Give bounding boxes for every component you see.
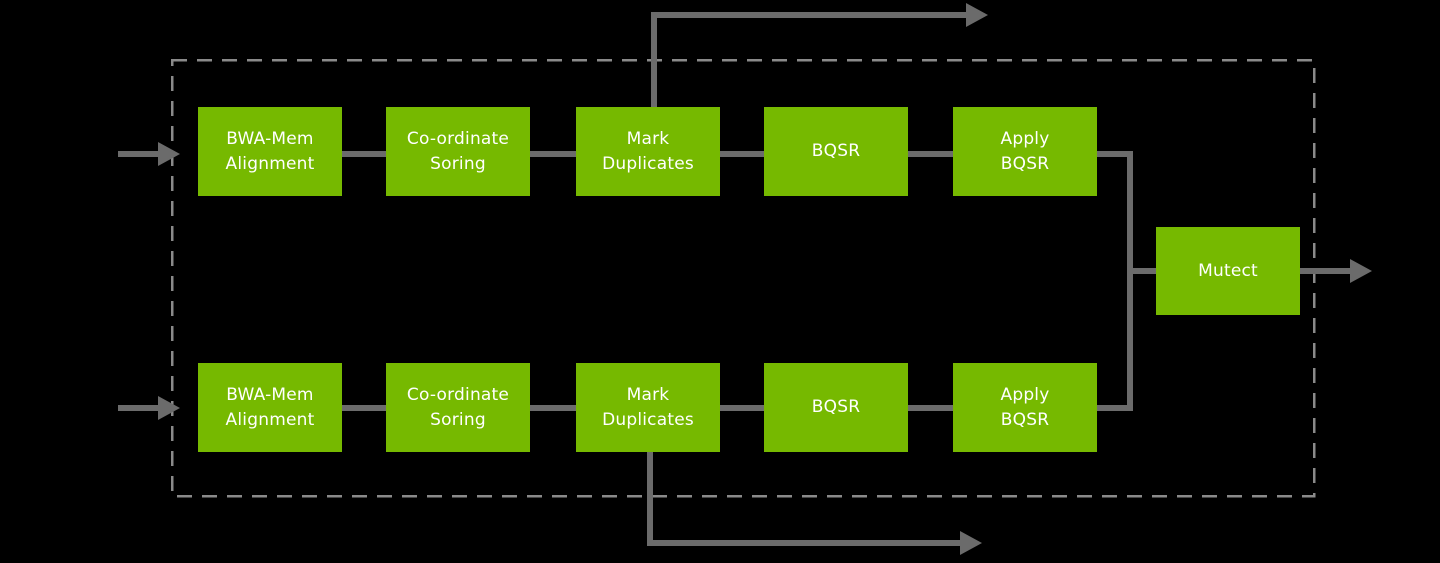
node-label: BQSR bbox=[811, 397, 861, 418]
node-bwa-bottom[interactable]: BWA-Mem Alignment bbox=[198, 363, 342, 452]
node-label: Mutect bbox=[1198, 260, 1258, 281]
edge-branch-up bbox=[651, 12, 968, 107]
arrowhead-output bbox=[1350, 259, 1372, 283]
node-applybqsr-bottom[interactable]: Apply BQSR bbox=[953, 363, 1097, 452]
node-label: Co-ordinate Soring bbox=[406, 128, 510, 174]
node-bwa-top[interactable]: BWA-Mem Alignment bbox=[198, 107, 342, 196]
node-bqsr-top[interactable]: BQSR bbox=[764, 107, 908, 196]
node-sort-top[interactable]: Co-ordinate Soring bbox=[386, 107, 530, 196]
node-label: BWA-Mem Alignment bbox=[225, 384, 315, 430]
node-label: Apply BQSR bbox=[1000, 128, 1050, 174]
node-sort-bottom[interactable]: Co-ordinate Soring bbox=[386, 363, 530, 452]
node-label: Mark Duplicates bbox=[602, 128, 694, 174]
arrowhead-branch-up bbox=[966, 3, 988, 27]
node-markdup-top[interactable]: Mark Duplicates bbox=[576, 107, 720, 196]
node-label: Apply BQSR bbox=[1000, 384, 1050, 430]
node-bqsr-bottom[interactable]: BQSR bbox=[764, 363, 908, 452]
node-applybqsr-top[interactable]: Apply BQSR bbox=[953, 107, 1097, 196]
arrowhead-input-top bbox=[158, 142, 180, 166]
node-label: BWA-Mem Alignment bbox=[225, 128, 315, 174]
node-label: Co-ordinate Soring bbox=[406, 384, 510, 430]
edge-merge-bus bbox=[1097, 151, 1133, 411]
node-mutect[interactable]: Mutect bbox=[1156, 227, 1300, 315]
edge-branch-down bbox=[647, 452, 962, 546]
node-label: Mark Duplicates bbox=[602, 384, 694, 430]
arrowhead-branch-down bbox=[960, 531, 982, 555]
node-label: BQSR bbox=[811, 141, 861, 162]
arrowhead-input-bottom bbox=[158, 396, 180, 420]
node-markdup-bottom[interactable]: Mark Duplicates bbox=[576, 363, 720, 452]
pipeline-boundary bbox=[170, 58, 1316, 498]
